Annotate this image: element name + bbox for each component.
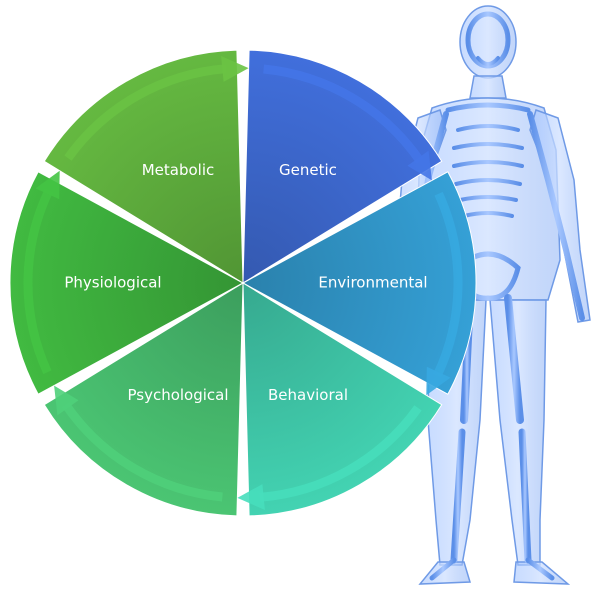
arrowhead-physiological [35,170,60,200]
segment-label-behavioral: Behavioral [268,386,348,404]
cycle-arrow-behavioral [259,405,422,502]
cycle-arrow-metabolic [64,64,227,161]
cycle-arrow-physiological [23,188,53,375]
segment-label-psychological: Psychological [127,386,228,404]
segment-label-genetic: Genetic [279,161,337,179]
segment-environmental [241,171,477,395]
arrowhead-genetic [407,150,432,181]
cycle-arrow-psychological [62,402,223,502]
arrowhead-psychological [54,385,79,416]
segment-metabolic [43,49,244,284]
cycle-arrow-environmental [433,191,463,378]
segment-label-metabolic: Metabolic [142,161,215,179]
arrowhead-behavioral [237,484,265,510]
segment-psychological [43,282,244,517]
segment-genetic [242,49,443,284]
segment-label-physiological: Physiological [64,274,161,292]
arrowhead-environmental [426,366,451,396]
segment-label-environmental: Environmental [318,274,427,292]
segment-physiological [9,171,245,395]
arrowhead-metabolic [221,56,249,82]
cycle-arrow-genetic [263,64,424,164]
segment-behavioral [242,282,443,517]
